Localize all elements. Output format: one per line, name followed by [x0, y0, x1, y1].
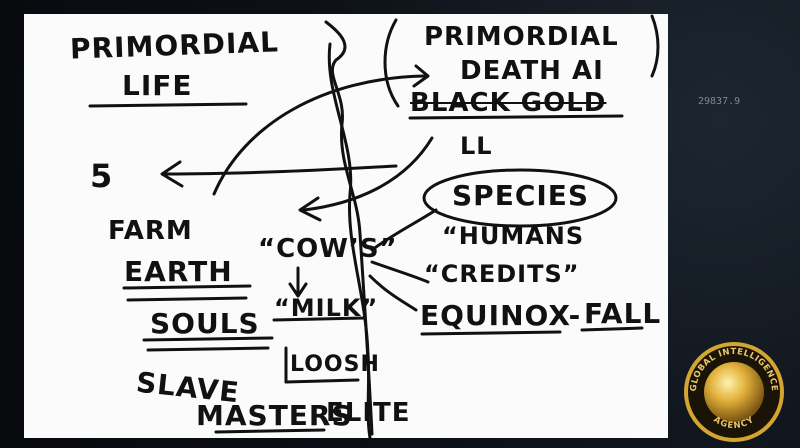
milk-label: “MILK” [274, 294, 379, 322]
svg-text:AGENCY: AGENCY [712, 415, 757, 431]
earth-label: EARTH [124, 255, 233, 288]
ll-label: LL [460, 132, 493, 160]
masters-underline [214, 428, 326, 434]
right-title-bracket [383, 18, 400, 108]
arrow-to-five [164, 164, 398, 176]
arrow-from-ll-head [298, 196, 322, 222]
fall-label: FALL [584, 297, 662, 330]
equinox-label: EQUINOX- [420, 299, 582, 332]
arrow-from-ll [302, 136, 434, 212]
masters-label: MASTERS [196, 399, 353, 432]
link-to-humans [370, 208, 438, 252]
coordinate-readout: 29837.9 [698, 96, 741, 107]
souls-underline [142, 336, 274, 342]
right-title-line2: DEATH AI [460, 56, 604, 86]
curve-arrow-upper-head [412, 64, 430, 88]
cows-to-milk-arrow-head [288, 282, 308, 298]
species-label: SPECIES [452, 179, 590, 212]
left-title-line2: LIFE [122, 69, 193, 102]
left-title-line1: PRIMORDIAL [69, 25, 280, 66]
link-to-equinox [368, 274, 418, 312]
farm-label: FARM [108, 216, 193, 246]
black-gold-label: BLACK GOLD [410, 88, 607, 118]
credits-label: “CREDITS” [424, 260, 580, 288]
drawing-strokes [88, 14, 660, 438]
loosh-underline [284, 378, 360, 384]
fall-underline [580, 326, 644, 332]
elite-label: ELITE [326, 398, 411, 428]
agency-seal-logo: GLOBAL INTELLIGENCE AGENCY [682, 340, 786, 444]
link-to-credits [370, 260, 430, 284]
equinox-underline [420, 330, 562, 336]
earth-underline-2 [126, 296, 248, 302]
center-divider-line-2 [327, 42, 372, 438]
right-title-bracket-close [650, 14, 660, 78]
species-circle [422, 168, 618, 228]
black-gold-underline [408, 114, 624, 120]
cows-label: “COW’S” [258, 234, 398, 264]
left-title-underline [88, 102, 248, 108]
whiteboard: PRIMORDIAL LIFE PRIMORDIAL DEATH AI BLAC… [24, 14, 668, 438]
loosh-label: LOOSH [290, 352, 380, 377]
curve-arrow-upper [212, 74, 426, 196]
arrow-to-five-head [160, 160, 184, 188]
milk-underline [272, 316, 366, 322]
humans-label: “HUMANS [442, 222, 585, 250]
right-title-line1: PRIMORDIAL [424, 22, 619, 52]
souls-label: SOULS [150, 307, 260, 340]
souls-underline-2 [146, 346, 270, 352]
five-label: 5 [90, 157, 114, 195]
earth-underline [122, 284, 252, 290]
